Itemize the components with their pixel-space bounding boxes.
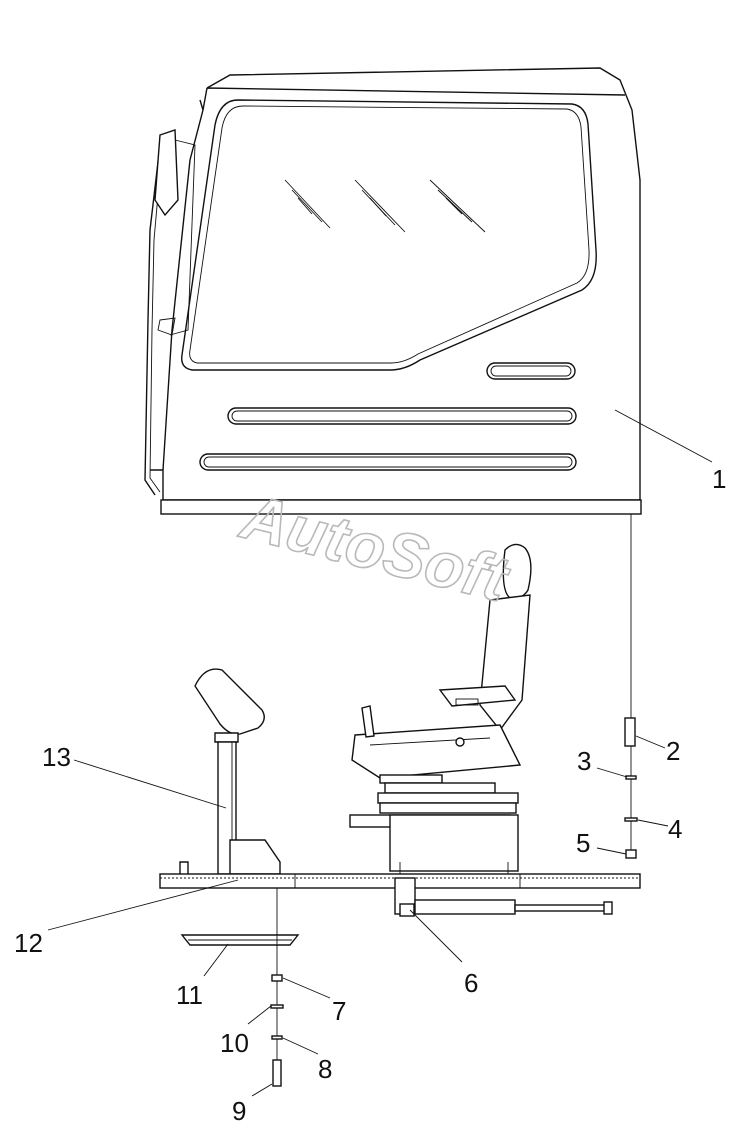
callout-5: 5 <box>576 828 590 858</box>
cab-assembly <box>144 67 642 515</box>
callout-6: 6 <box>464 968 478 998</box>
cylinder <box>394 877 613 917</box>
callout-11: 11 <box>176 980 203 1010</box>
callout-4: 4 <box>668 814 682 844</box>
callout-9: 9 <box>232 1096 246 1126</box>
fastener-stack-left <box>270 888 284 1087</box>
pedal-stand <box>179 668 281 877</box>
floor-mat <box>180 934 300 946</box>
callout-12: 12 <box>14 928 43 958</box>
callout-8: 8 <box>318 1054 332 1084</box>
fastener-stack-right <box>624 514 638 859</box>
callout-7: 7 <box>332 996 346 1026</box>
callout-2: 2 <box>666 736 680 766</box>
callout-3: 3 <box>577 746 591 776</box>
leader-lines <box>47 409 713 1097</box>
callout-13: 13 <box>42 742 71 772</box>
operator-seat <box>349 543 532 876</box>
callout-10: 10 <box>220 1028 249 1058</box>
callout-1: 1 <box>712 464 726 494</box>
